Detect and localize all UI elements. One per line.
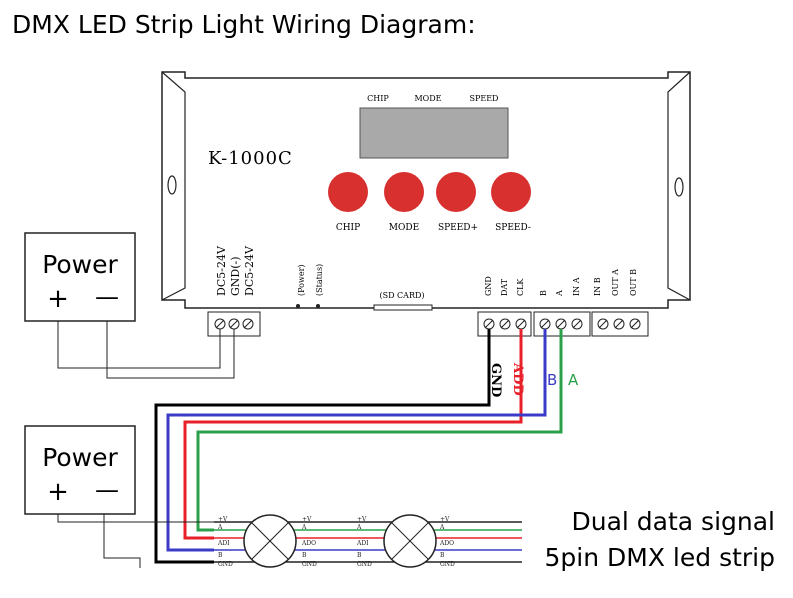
- svg-text:GND: GND: [357, 561, 372, 568]
- power-minus-1: —: [95, 283, 119, 311]
- terminal-label-in-a: IN A: [572, 277, 581, 296]
- power-1-wires: [57, 321, 235, 379]
- power-terminal-screws: [214, 318, 254, 330]
- indicator-label-status: (Status): [315, 264, 324, 296]
- display-label-chip: CHIP: [367, 94, 389, 103]
- svg-text:+V: +V: [440, 516, 450, 523]
- svg-text:+V: +V: [302, 516, 312, 523]
- caption-line-1: Dual data signal: [571, 507, 775, 536]
- terminal-label-gnd: GND(-): [229, 256, 242, 296]
- mount-hole-right: [674, 177, 684, 197]
- data-wires: [154, 329, 563, 564]
- svg-text:A: A: [217, 524, 223, 531]
- button-label-speed-plus: SPEED+: [438, 223, 478, 233]
- wire-label-a: A: [568, 371, 579, 389]
- button-label-chip: CHIP: [336, 223, 360, 233]
- speed-minus-button[interactable]: [491, 172, 531, 212]
- svg-text:GND: GND: [302, 561, 317, 568]
- terminal-label-in-b: IN B: [593, 277, 602, 296]
- terminal-blocks: [207, 311, 649, 337]
- svg-text:ADO: ADO: [439, 540, 454, 547]
- power-2-wires: [57, 514, 214, 568]
- terminal-label-clk: CLK: [516, 278, 525, 296]
- sd-card-label: (SD CARD): [379, 291, 424, 300]
- strip-pin-labels: +V A ADI B GND +V A ADO B GND +V A ADI B…: [217, 516, 455, 568]
- svg-text:GND: GND: [218, 561, 233, 568]
- svg-text:A: A: [356, 524, 362, 531]
- power-minus-2: —: [95, 476, 119, 504]
- gnd-wire: [154, 329, 491, 564]
- indicator-label-power: (Power): [297, 264, 306, 296]
- lcd-display: [359, 107, 509, 159]
- terminal-label-dc2: DC5-24V: [243, 245, 256, 296]
- page-title: DMX LED Strip Light Wiring Diagram:: [12, 10, 476, 39]
- chip-button[interactable]: [328, 172, 368, 212]
- wire-label-b: B: [547, 371, 557, 389]
- controller: CHIP MODE SPEED K-1000C CHIP MODE SPEED+…: [161, 71, 691, 311]
- terminal-label-gnd-out: GND: [484, 276, 493, 296]
- power-label-2: Power: [42, 443, 118, 472]
- sd-card-slot: [373, 304, 433, 311]
- svg-text:ADI: ADI: [356, 540, 369, 547]
- power-plus-1: +: [47, 284, 69, 314]
- led-node-1: [243, 514, 297, 568]
- terminal-label-a: A: [555, 290, 564, 297]
- display-label-speed: SPEED: [470, 94, 499, 103]
- caption-line-2: 5pin DMX led strip: [544, 543, 775, 572]
- svg-text:B: B: [302, 552, 307, 559]
- power-led: [296, 304, 300, 308]
- blue-wire: [166, 329, 547, 552]
- svg-text:+V: +V: [357, 516, 367, 523]
- svg-text:B: B: [440, 552, 445, 559]
- wire-label-gnd: GND: [488, 363, 503, 397]
- power-supply-1: Power + —: [24, 232, 136, 322]
- terminal-label-b: B: [539, 290, 548, 296]
- terminal-label-dc1: DC5-24V: [215, 245, 228, 296]
- mount-hole-left: [167, 175, 177, 195]
- speed-plus-button[interactable]: [436, 172, 476, 212]
- svg-text:ADO: ADO: [301, 540, 316, 547]
- terminal-label-dat: DAT: [500, 278, 509, 296]
- led-node-2: [383, 514, 437, 568]
- terminal-label-out-b: OUT B: [629, 269, 638, 296]
- button-label-speed-minus: SPEED-: [495, 223, 531, 233]
- wire-label-add: ADD: [510, 362, 525, 396]
- svg-text:B: B: [357, 552, 362, 559]
- svg-text:ADI: ADI: [217, 540, 230, 547]
- power-label-1: Power: [42, 250, 118, 279]
- power-plus-2: +: [47, 477, 69, 507]
- green-wire: [196, 329, 563, 532]
- svg-text:+V: +V: [218, 516, 228, 523]
- red-wire: [183, 329, 523, 540]
- terminal-label-out-a: OUT A: [611, 269, 620, 296]
- svg-text:A: A: [301, 524, 307, 531]
- svg-text:GND: GND: [440, 561, 455, 568]
- power-supply-2: Power + —: [24, 425, 136, 515]
- display-label-mode: MODE: [414, 94, 441, 103]
- mode-button[interactable]: [384, 172, 424, 212]
- svg-text:A: A: [439, 524, 445, 531]
- model-label: K-1000C: [208, 148, 293, 169]
- svg-text:B: B: [218, 552, 223, 559]
- button-label-mode: MODE: [389, 223, 419, 233]
- status-led: [316, 304, 320, 308]
